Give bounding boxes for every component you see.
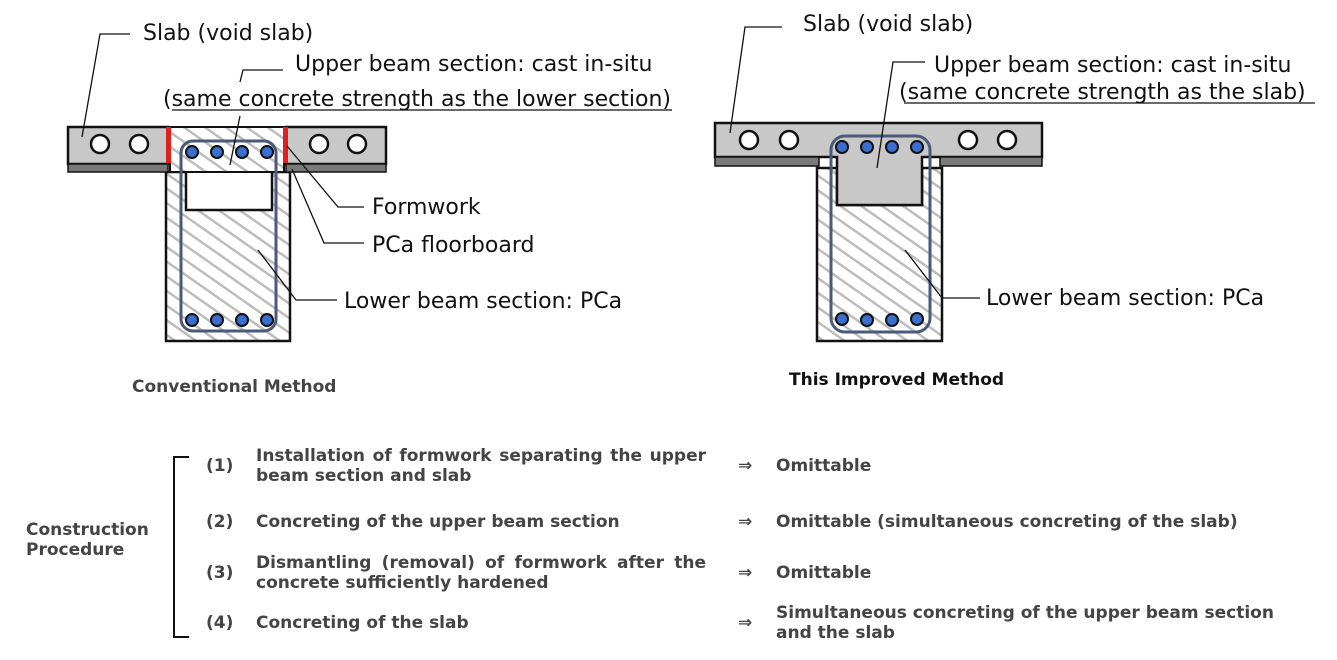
label-upper-beam: Upper beam section: cast in-situ	[934, 53, 1291, 78]
step-arrow: ⇒	[738, 613, 753, 633]
rebar	[210, 145, 224, 159]
floorboard-right	[939, 156, 1043, 167]
step-result: Omittable (simultaneous concreting of th…	[776, 512, 1238, 532]
step-number: (3)	[206, 563, 234, 583]
rebar	[835, 140, 849, 154]
void-hole	[89, 133, 111, 155]
rebar	[235, 145, 249, 159]
step-arrow: ⇒	[738, 456, 753, 476]
leader-line	[81, 33, 130, 138]
void-hole	[957, 129, 979, 151]
leader-line	[239, 69, 283, 83]
step-result: Omittable	[776, 456, 872, 476]
formwork-right	[283, 127, 288, 163]
rebar	[885, 140, 899, 154]
leader-line	[229, 115, 241, 166]
rebar	[860, 313, 874, 327]
label-lower-beam: Lower beam section: PCa	[986, 286, 1264, 311]
leader-line	[257, 249, 337, 301]
floorboard-left	[67, 163, 169, 173]
procedure-title: Construction Procedure	[26, 520, 149, 560]
label-upper-note: (same concrete strength as the slab)	[899, 80, 1306, 105]
step-number: (2)	[206, 512, 234, 532]
floorboard-right	[285, 163, 387, 173]
step-text: Concreting of the slab	[256, 613, 469, 633]
void-hole	[778, 129, 800, 151]
label-upper-note: (same concrete strength as the lower sec…	[163, 87, 671, 112]
rebar	[185, 313, 199, 327]
rebar	[185, 145, 199, 159]
conventional-section: Slab (void slab) Upper beam section: cas…	[66, 21, 672, 343]
rebar	[210, 313, 224, 327]
beam-section-diagram: Slab (void slab) Upper beam section: cas…	[66, 12, 1315, 343]
leader-line	[876, 61, 925, 169]
void-hole	[128, 133, 150, 155]
caption-improved: This Improved Method	[789, 370, 1005, 390]
formwork-left	[166, 127, 171, 163]
rebar	[260, 145, 274, 159]
step-number: (4)	[206, 613, 234, 633]
stirrup	[179, 139, 278, 333]
label-slab: Slab (void slab)	[803, 12, 973, 37]
procedure-bracket-line	[173, 456, 189, 638]
caption-conventional: Conventional Method	[132, 377, 337, 397]
stirrup	[829, 134, 932, 334]
rebar	[260, 313, 274, 327]
floorboard-left	[714, 156, 820, 167]
leader-line	[291, 168, 364, 244]
label-lower-beam: Lower beam section: PCa	[344, 289, 622, 314]
improved-section: Slab (void slab) Upper beam section: cas…	[713, 12, 1315, 343]
step-arrow: ⇒	[738, 563, 753, 583]
leader-line	[286, 145, 364, 208]
leader-line	[904, 249, 980, 299]
void-hole	[346, 133, 368, 155]
void-hole	[996, 129, 1018, 151]
rebar	[235, 313, 249, 327]
step-text: Dismantling (removal) of formwork after …	[256, 553, 706, 593]
rebar	[885, 313, 899, 327]
step-result: Omittable	[776, 563, 872, 583]
void-hole	[308, 133, 330, 155]
slab-right	[284, 125, 388, 166]
rebar	[835, 312, 849, 326]
label-upper-beam: Upper beam section: cast in-situ	[295, 52, 652, 77]
rebar	[910, 312, 924, 326]
step-result: Simultaneous concreting of the upper bea…	[776, 603, 1274, 643]
step-number: (1)	[206, 456, 234, 476]
leader-line	[729, 26, 782, 134]
rebar	[860, 140, 874, 154]
rebar	[910, 140, 924, 154]
void-hole	[738, 129, 760, 151]
step-text: Concreting of the upper beam section	[256, 512, 620, 532]
label-floorboard: PCa floorboard	[372, 233, 534, 258]
step-text: Installation of formwork separating the …	[256, 446, 706, 486]
step-arrow: ⇒	[738, 512, 753, 532]
label-slab: Slab (void slab)	[143, 21, 313, 46]
label-formwork: Formwork	[372, 195, 481, 220]
